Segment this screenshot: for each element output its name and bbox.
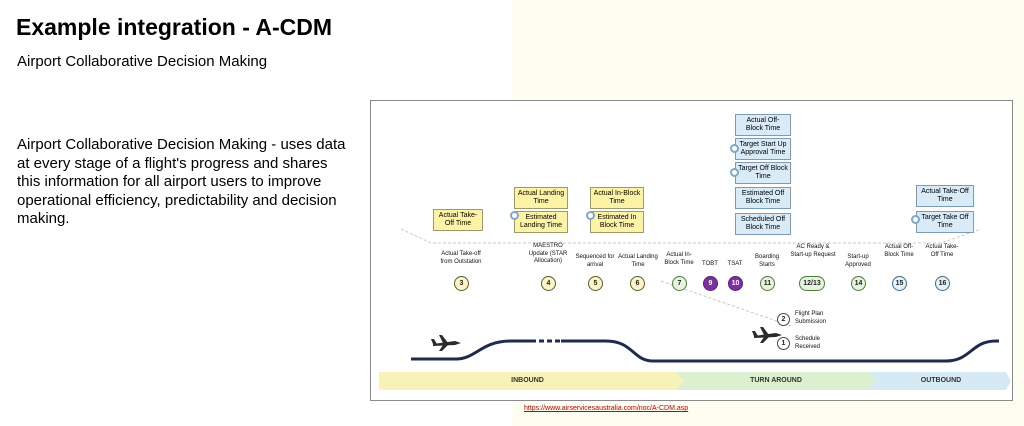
- connector-dot-target-offblock: [730, 168, 739, 177]
- milestone-circle-6: 6: [630, 276, 645, 291]
- aircraft-icon-left: [431, 335, 461, 351]
- milestone-label-4: MAESTRO Update (STAR Allocation): [528, 243, 568, 264]
- milestone-label-1: Schedule Received: [795, 336, 821, 350]
- milestone-circle-3: 3: [454, 276, 469, 291]
- aircraft-icon-right: [752, 327, 782, 343]
- milestone-label-15: Actual Off-Block Time: [884, 244, 914, 258]
- milestone-label-11: Boarding Starts: [754, 254, 780, 268]
- flight-path-descent: [561, 339, 999, 363]
- diagram-lines: [379, 228, 1011, 390]
- phase-label-turnaround: TURN AROUND: [750, 376, 802, 384]
- source-link[interactable]: https://www.airservicesaustralia.com/noc…: [524, 405, 689, 412]
- connector-dot-target-startup: [730, 144, 739, 153]
- slide-body-text: Airport Collaborative Decision Making - …: [17, 136, 346, 228]
- box-estimated-landing: Estimated Landing Time: [514, 211, 568, 233]
- milestone-label-12-13: AC Ready & Start-up Request: [790, 244, 836, 258]
- box-actual-landing: Actual Landing Time: [514, 187, 568, 209]
- connector-dot-estimated-landing: [510, 211, 519, 220]
- box-target-offblock: Target Off Block Time: [735, 162, 791, 184]
- milestone-circle-16: 16: [935, 276, 950, 291]
- milestone-label-3: Actual Take-off from Outstation: [440, 251, 482, 265]
- milestone-circle-4: 4: [541, 276, 556, 291]
- box-scheduled-offblock: Scheduled Off Block Time: [735, 213, 791, 235]
- box-estimated-inblock: Estimated In Block Time: [590, 211, 644, 233]
- milestone-circle-10: 10: [728, 276, 743, 291]
- milestone-label-16: Actual Take-Off Time: [925, 244, 959, 258]
- box-actual-inblock: Actual In-Block Time: [590, 187, 644, 209]
- guide-line-upper: [400, 228, 982, 244]
- box-target-startup: Target Start Up Approval Time: [735, 138, 791, 160]
- milestone-label-6: Actual Landing Time: [618, 254, 658, 268]
- milestone-circle-7: 7: [672, 276, 687, 291]
- slide-subtitle: Airport Collaborative Decision Making: [17, 53, 268, 70]
- milestone-circle-11: 11: [760, 276, 775, 291]
- turnaround-band: [676, 372, 876, 390]
- milestone-circle-14: 14: [851, 276, 866, 291]
- outbound-band: [868, 372, 1011, 390]
- milestone-label-9: TOBT: [702, 261, 718, 267]
- milestone-label-14: Start-up Approved: [845, 254, 871, 268]
- slide-title: Example integration - A-CDM: [16, 14, 333, 40]
- box-actual-takeoff-left: Actual Take-Off Time: [433, 209, 483, 231]
- milestone-circle-5: 5: [588, 276, 603, 291]
- phase-label-outbound: OUTBOUND: [920, 376, 962, 384]
- milestone-circle-9: 9: [703, 276, 718, 291]
- acdm-diagram: Actual Take-Off Time Actual Landing Time…: [370, 100, 1013, 401]
- milestone-circle-2: 2: [777, 313, 790, 326]
- milestone-label-7: Actual In-Block Time: [664, 252, 694, 266]
- milestone-circle-15: 15: [892, 276, 907, 291]
- milestone-label-10: TSAT: [727, 261, 743, 267]
- phase-label-inbound: INBOUND: [511, 376, 544, 384]
- flight-path-climb: [411, 339, 521, 361]
- milestone-label-2: Flight Plan Submission: [795, 311, 827, 325]
- box-actual-offblock: Actual Off-Block Time: [735, 114, 791, 136]
- milestone-circle-12-13: 12/13: [799, 276, 825, 291]
- milestone-circle-1: 1: [777, 337, 790, 350]
- box-actual-takeoff-right: Actual Take-Off Time: [916, 185, 974, 207]
- milestone-label-5: Sequenced for arrival: [575, 254, 615, 268]
- connector-dot-target-takeoff: [911, 215, 920, 224]
- inbound-band: [379, 372, 684, 390]
- box-estimated-offblock: Estimated Off Block Time: [735, 187, 791, 209]
- box-target-takeoff: Target Take Off Time: [916, 211, 974, 233]
- connector-dot-estimated-inblock: [586, 211, 595, 220]
